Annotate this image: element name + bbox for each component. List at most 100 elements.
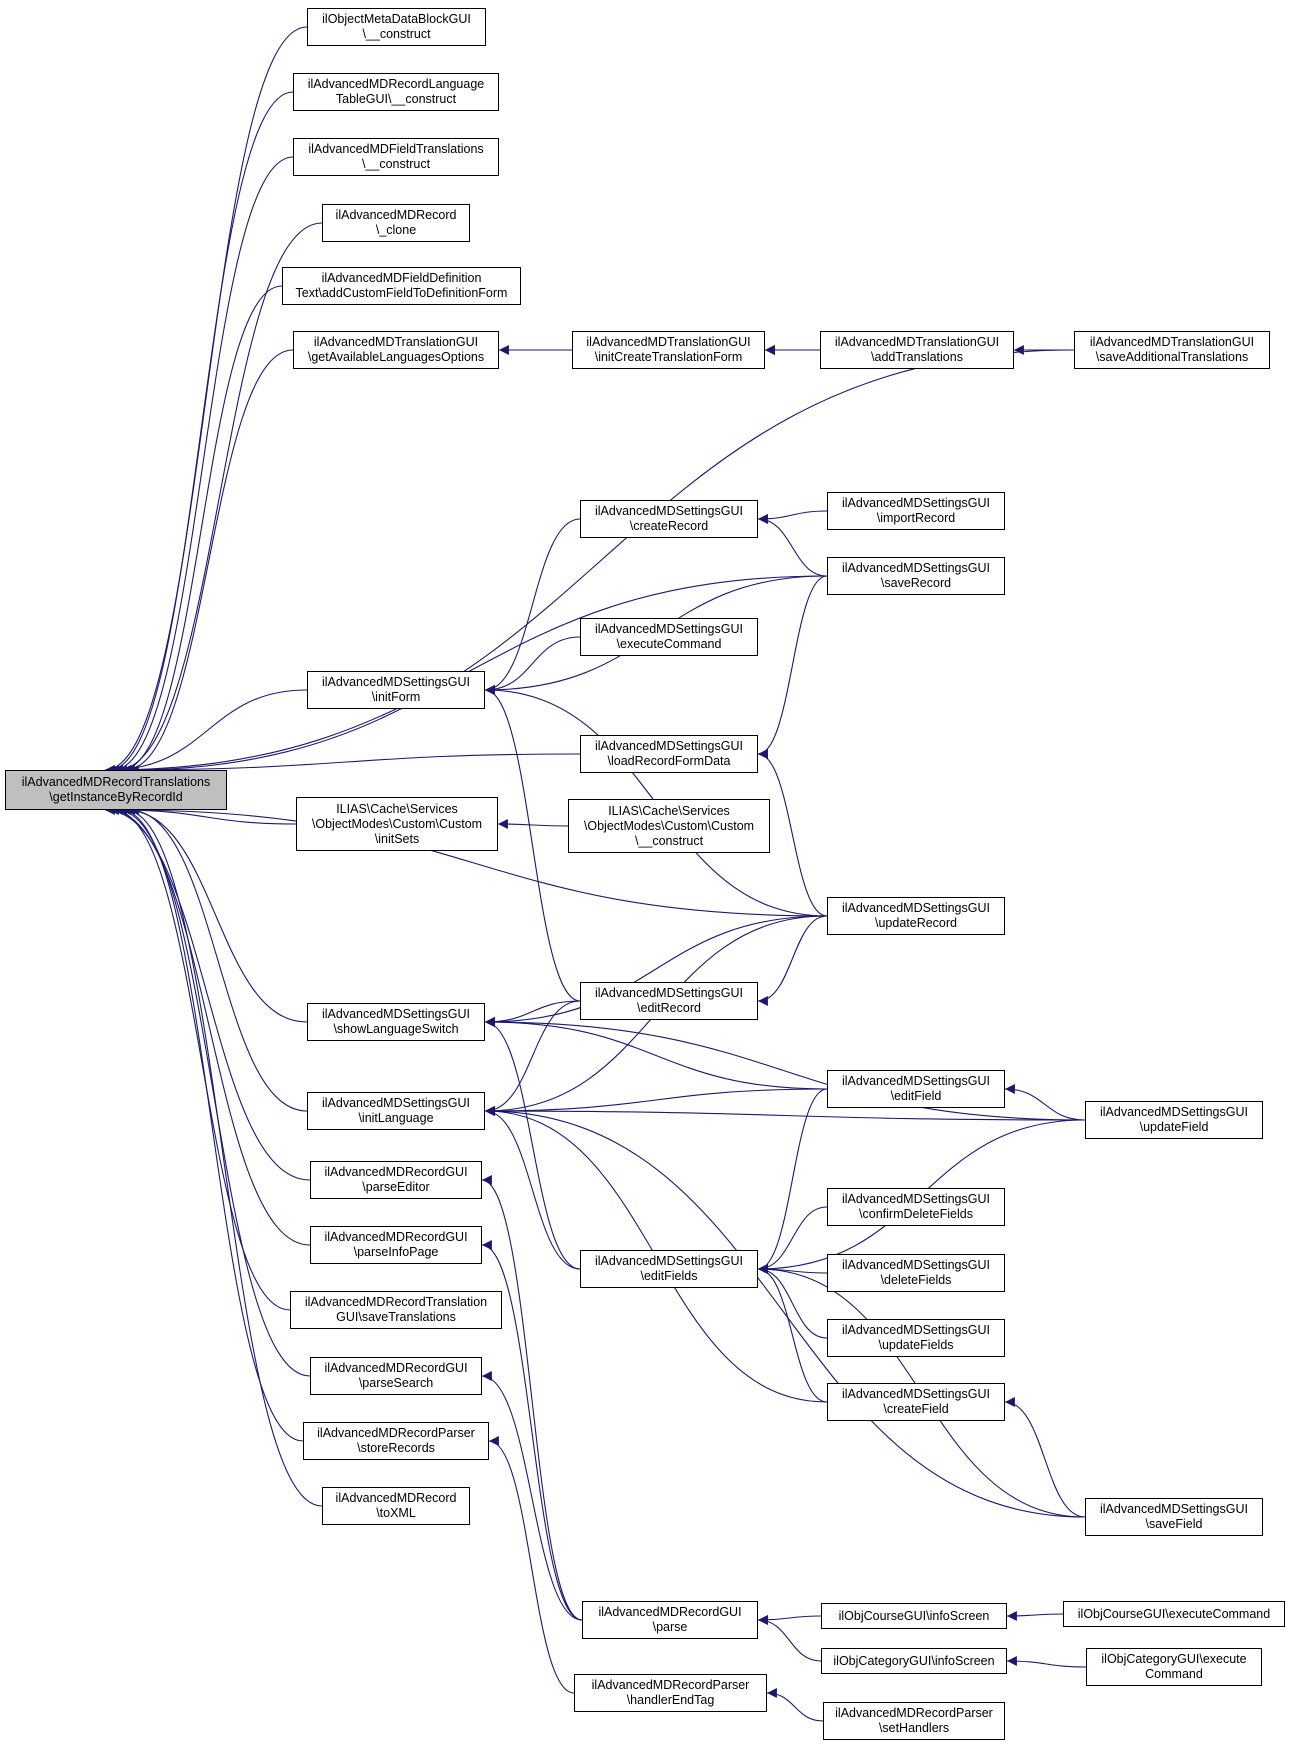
graph-node[interactable]: ilAdvancedMDRecord\_clone (322, 204, 470, 242)
node-label-line: ilAdvancedMDRecordLanguage (307, 77, 485, 91)
graph-node[interactable]: ilObjCategoryGUI\infoScreen (821, 1648, 1007, 1674)
node-label-line: ilAdvancedMDSettingsGUI (842, 1258, 990, 1272)
node-label-line: \handlerEndTag (626, 1693, 715, 1707)
edge-n38-to-n37 (1006, 1611, 1064, 1621)
graph-node[interactable]: ilAdvancedMDSettingsGUI\updateFields (827, 1319, 1005, 1357)
node-label-line: \updateRecord (874, 916, 957, 930)
graph-node[interactable]: ilAdvancedMDSettingsGUI\editField (827, 1070, 1005, 1108)
graph-node[interactable]: ilAdvancedMDSettingsGUI\editFields (580, 1250, 758, 1288)
graph-node[interactable]: ILIAS\Cache\Services\ObjectModes\Custom\… (296, 797, 498, 851)
edge-n12-to-n10 (757, 514, 828, 577)
node-label-line: ilObjCategoryGUI\infoScreen (833, 1653, 995, 1668)
edge-n23-to-n19 (484, 1017, 1086, 1121)
graph-node[interactable]: ilObjectMetaDataBlockGUI\__construct (307, 8, 486, 46)
graph-node[interactable]: ILIAS\Cache\Services\ObjectModes\Custom\… (568, 799, 770, 853)
edge-n18-to-root (120, 805, 828, 917)
graph-node[interactable]: ilAdvancedMDSettingsGUI\createField (827, 1383, 1005, 1421)
graph-node[interactable]: ilAdvancedMDSettingsGUI\deleteFields (827, 1254, 1005, 1292)
graph-node[interactable]: ilAdvancedMDRecordGUI\parseSearch (310, 1357, 482, 1395)
graph-node[interactable]: ilAdvancedMDRecordGUI\parseInfoPage (310, 1226, 482, 1264)
graph-node[interactable]: ilObjCourseGUI\executeCommand (1063, 1601, 1285, 1627)
node-label-line: ilAdvancedMDRecord (335, 208, 457, 222)
graph-node[interactable]: ilAdvancedMDSettingsGUI\loadRecordFormDa… (580, 735, 758, 773)
node-label-line: ilAdvancedMDSettingsGUI (322, 1007, 470, 1021)
edge-n22-to-n21 (484, 1088, 828, 1116)
node-label-line: \editFields (640, 1269, 698, 1283)
edge-n12-to-n15 (757, 575, 828, 759)
edge-n36-to-n26 (481, 1240, 583, 1621)
edge-n21-to-root (128, 805, 308, 1112)
edge-n11-to-n10 (757, 510, 828, 524)
node-label-line: \deleteFields (880, 1273, 952, 1287)
edge-n17-to-n16 (497, 819, 569, 829)
edge-n18-to-n20 (757, 915, 828, 1006)
edge-n32-to-n27 (757, 1264, 828, 1403)
edge-n36-to-n24 (481, 1175, 583, 1621)
graph-node[interactable]: ilAdvancedMDRecord\toXML (322, 1487, 470, 1525)
node-label-line: ilAdvancedMDSettingsGUI (842, 496, 990, 510)
node-label-line: \updateField (1139, 1120, 1209, 1134)
graph-node[interactable]: ilAdvancedMDFieldTranslations\__construc… (293, 138, 499, 176)
node-label-line: \parseEditor (362, 1180, 430, 1194)
graph-node[interactable]: ilAdvancedMDRecordGUI\parseEditor (310, 1161, 482, 1199)
graph-node[interactable]: ilAdvancedMDSettingsGUI\importRecord (827, 492, 1005, 530)
graph-node[interactable]: ilObjCourseGUI\infoScreen (821, 1603, 1007, 1629)
edge-n27-to-n19 (484, 1017, 581, 1270)
node-label-line: ilAdvancedMDRecordParser (591, 1678, 750, 1692)
node-label-line: \ObjectModes\Custom\Custom (583, 818, 755, 833)
node-label-line: ILIAS\Cache\Services (608, 803, 730, 818)
node-label-line: ilAdvancedMDRecordGUI (324, 1230, 468, 1244)
node-label-line: \getInstanceByRecordId (49, 790, 183, 804)
node-label-line: ilAdvancedMDRecordTranslations (21, 775, 211, 789)
node-label-line: ilAdvancedMDRecordParser (835, 1706, 993, 1720)
edge-n2-to-root (108, 91, 294, 775)
graph-node[interactable]: ilAdvancedMDSettingsGUI\editRecord (580, 982, 758, 1020)
node-label-line: \initSets (374, 831, 420, 846)
edge-n27-to-n21 (484, 1106, 581, 1270)
graph-node[interactable]: ilAdvancedMDSettingsGUI\confirmDeleteFie… (827, 1188, 1005, 1226)
node-label-line: \toXML (376, 1506, 416, 1520)
graph-node[interactable]: ilAdvancedMDSettingsGUI\saveField (1085, 1498, 1263, 1536)
node-label-line: ilAdvancedMDRecordParser (317, 1426, 475, 1440)
graph-node[interactable]: ilAdvancedMDRecordParser\storeRecords (303, 1422, 489, 1460)
graph-node[interactable]: ilAdvancedMDRecordGUI\parse (582, 1601, 758, 1639)
root-node[interactable]: ilAdvancedMDRecordTranslations\getInstan… (5, 770, 227, 810)
edge-n35-to-n32 (1004, 1397, 1086, 1518)
graph-node[interactable]: ilAdvancedMDSettingsGUI\updateField (1085, 1101, 1263, 1139)
graph-node[interactable]: ilAdvancedMDTranslationGUI\getAvailableL… (293, 331, 499, 369)
node-label-line: ilObjectMetaDataBlockGUI (322, 12, 471, 26)
graph-node[interactable]: ilAdvancedMDSettingsGUI\showLanguageSwit… (307, 1003, 485, 1041)
node-label-line: ilObjCourseGUI\infoScreen (838, 1608, 990, 1623)
node-label-line: \getAvailableLanguagesOptions (307, 350, 485, 364)
edge-n20-to-n19 (484, 1000, 581, 1027)
node-label-line: TableGUI\__construct (335, 92, 457, 106)
node-label-line: GUI\saveTranslations (336, 1310, 456, 1324)
edge-n35-to-n21 (484, 1106, 1086, 1518)
graph-node[interactable]: ilAdvancedMDTranslationGUI\saveAdditiona… (1074, 331, 1270, 369)
graph-node[interactable]: ilAdvancedMDSettingsGUI\executeCommand (580, 618, 758, 656)
graph-node[interactable]: ilAdvancedMDRecordParser\handlerEndTag (574, 1674, 767, 1712)
graph-node[interactable]: ilAdvancedMDSettingsGUI\saveRecord (827, 557, 1005, 595)
graph-node[interactable]: ilAdvancedMDSettingsGUI\createRecord (580, 500, 758, 538)
node-label-line: ilAdvancedMDRecordGUI (324, 1361, 468, 1375)
graph-node[interactable]: ilAdvancedMDRecordParser\setHandlers (823, 1702, 1005, 1740)
edge-n14-to-root (108, 689, 308, 775)
edge-n19-to-root (124, 805, 308, 1023)
edge-n24-to-root (104, 805, 311, 1181)
graph-node[interactable]: ilAdvancedMDTranslationGUI\addTranslatio… (820, 331, 1014, 369)
node-label-line: \importRecord (876, 511, 956, 525)
graph-node[interactable]: ilAdvancedMDSettingsGUI\updateRecord (827, 897, 1005, 935)
edge-n18-to-n19 (484, 915, 828, 1027)
graph-node[interactable]: ilAdvancedMDSettingsGUI\initLanguage (307, 1092, 485, 1130)
node-label-line: ilAdvancedMDSettingsGUI (322, 1096, 470, 1110)
graph-node[interactable]: ilAdvancedMDSettingsGUI\initForm (307, 671, 485, 709)
graph-node[interactable]: ilAdvancedMDTranslationGUI\initCreateTra… (572, 331, 765, 369)
node-label-line: \initForm (371, 690, 421, 704)
edge-n22-to-n27 (757, 1088, 828, 1274)
edge-n36-to-n31 (481, 1371, 583, 1621)
